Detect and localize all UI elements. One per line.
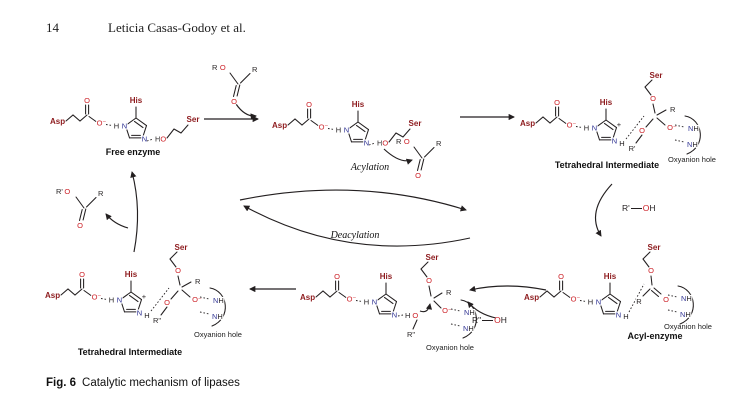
oxyanion-hole-label-acyl: Oxyanion hole (664, 322, 712, 331)
acyl-r-group: R (195, 277, 201, 286)
page-number: 14 (46, 20, 59, 35)
deacylation-label: Deacylation (330, 230, 380, 241)
tetrahedral-intermediate-1-structure: H + R O⁻ O R' (520, 69, 702, 156)
hydroxyl-oxygen: O (642, 203, 650, 213)
acyl-r-group: R (636, 297, 642, 306)
substrate-ester (210, 61, 260, 108)
hydrogen-bond (625, 115, 645, 140)
oxyanion-oxygen: O⁻ (192, 295, 202, 304)
hydroxyl-hydrogen: H (649, 203, 656, 213)
oxyanion-hole-label-ti2: Oxyanion hole (194, 330, 242, 339)
his-nh-hydrogen: H (619, 139, 624, 148)
curved-arrow-attack (419, 303, 433, 313)
tetrahedral-center-bonds (635, 103, 667, 144)
positive-charge: + (617, 120, 622, 129)
positive-charge: + (142, 292, 147, 301)
tetrahedral-intermediate-1-label: Tetrahedral Intermediate (554, 160, 660, 170)
tetrahedral-center-bonds (160, 275, 192, 316)
tetrahedral-intermediate-2-structure: H + R O⁻ O R" (45, 241, 227, 328)
nucleophile-r-group: R" (407, 330, 415, 339)
hydrogen-bond (150, 287, 170, 312)
figure-caption: Fig. 6 Catalytic mechanism of lipases (46, 377, 240, 389)
arrow-acylation-cycle (239, 189, 467, 212)
oxyanion-oxygen: O⁻ (667, 123, 677, 132)
michaelis-complex-structure (272, 98, 444, 182)
tetrahedral-intermediate-2-label: Tetrahedral Intermediate (77, 347, 183, 357)
running-head: Leticia Casas-Godoy et al. (108, 20, 246, 35)
hydrogen-bond (397, 314, 404, 317)
free-enzyme-label: Free enzyme (105, 147, 161, 157)
acyl-r-group: R (446, 288, 452, 297)
carbonyl-center-bonds (428, 285, 443, 309)
incoming-r-group: R" (153, 316, 161, 325)
bond-line (482, 319, 494, 321)
hydroxyl-oxygen: O (494, 315, 501, 325)
curved-arrow-nucleophilic-attack (383, 148, 413, 165)
figure-caption-label: Fig. 6 (46, 377, 77, 389)
carbonyl-oxygen: O (663, 295, 669, 304)
acyl-r-group: R (670, 105, 676, 114)
his-nh-hydrogen: H (623, 312, 628, 321)
alkoxy-oxygen: O (164, 298, 170, 307)
alkoxy-oxygen: O (639, 126, 645, 135)
oxyanion-oxygen: O⁻ (442, 306, 452, 315)
acyl-enzyme-structure: H O R (524, 242, 695, 326)
r-prime-group: R' (622, 203, 630, 213)
bond-line (630, 207, 642, 209)
his-nh-hydrogen: H (144, 311, 149, 320)
oxyanion-hole-label-attack: Oxyanion hole (426, 343, 474, 352)
arrow-ti1-to-acyl (594, 183, 613, 237)
acylation-label: Acylation (350, 162, 390, 173)
product-ester (56, 185, 106, 232)
hydroxyl-hydrogen: H (500, 315, 507, 325)
leaving-r-group: R' (629, 144, 636, 153)
o-r-bond (412, 319, 418, 330)
acyl-enzyme-label: Acyl-enzyme (627, 331, 683, 341)
acyl-bonds (642, 275, 662, 298)
figure-caption-text: Catalytic mechanism of lipases (82, 377, 240, 389)
oxyanion-hole-label-ti1: Oxyanion hole (668, 155, 716, 164)
